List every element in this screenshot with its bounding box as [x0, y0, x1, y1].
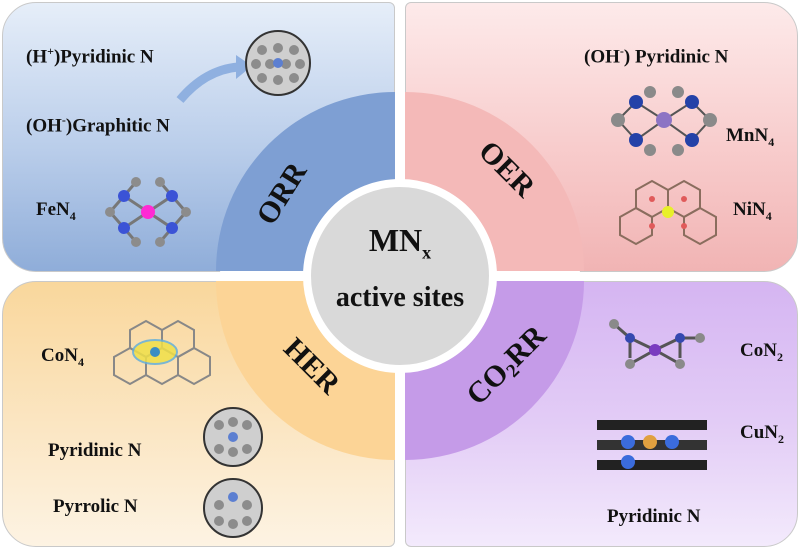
center-subtitle: active sites	[335, 282, 465, 313]
oer-sector	[405, 92, 584, 271]
mnn4-molecule-icon	[611, 86, 717, 156]
co2rr-label-cun2: CuN2	[740, 422, 785, 446]
her-label-con4: CoN4	[41, 345, 84, 369]
orr-label-graphitic-n: (OH-)Graphitic N	[26, 113, 170, 137]
co2rr-sector	[405, 281, 584, 460]
her-sector	[216, 281, 395, 460]
pyrrolic-n-molecule-icon	[203, 478, 263, 538]
arrow-icon	[176, 62, 239, 103]
co2rr-label-con2: CoN2	[740, 340, 783, 364]
nin4-molecule-icon	[619, 179, 717, 246]
cun2-molecule-icon	[597, 420, 707, 470]
oer-label-pyridinic-n: (OH-) Pyridinic N	[584, 44, 729, 68]
orr-label-fen4: FeN4	[36, 199, 76, 223]
center-circle	[303, 179, 497, 373]
oer-label-nin4: NiN4	[733, 199, 772, 223]
her-label-pyrrolic-n: Pyrrolic N	[53, 496, 138, 517]
con4-molecule-icon	[113, 319, 211, 386]
arrow-head-icon	[236, 55, 252, 79]
co2rr-label-pyridinic-n: Pyridinic N	[607, 506, 701, 527]
fen4-molecule-icon	[105, 177, 191, 247]
orr-label-pyridinic-n: (H+)Pyridinic N	[26, 44, 154, 68]
pyridinic-n-molecule-icon	[203, 407, 263, 467]
oer-label-mnn4: MnN4	[726, 125, 775, 149]
her-label-pyridinic-n: Pyridinic N	[48, 440, 142, 461]
orr-sector	[216, 92, 395, 271]
center-title: MNx	[368, 222, 432, 263]
con2-molecule-icon	[609, 319, 705, 369]
graphitic-n-molecule-icon	[245, 30, 311, 96]
